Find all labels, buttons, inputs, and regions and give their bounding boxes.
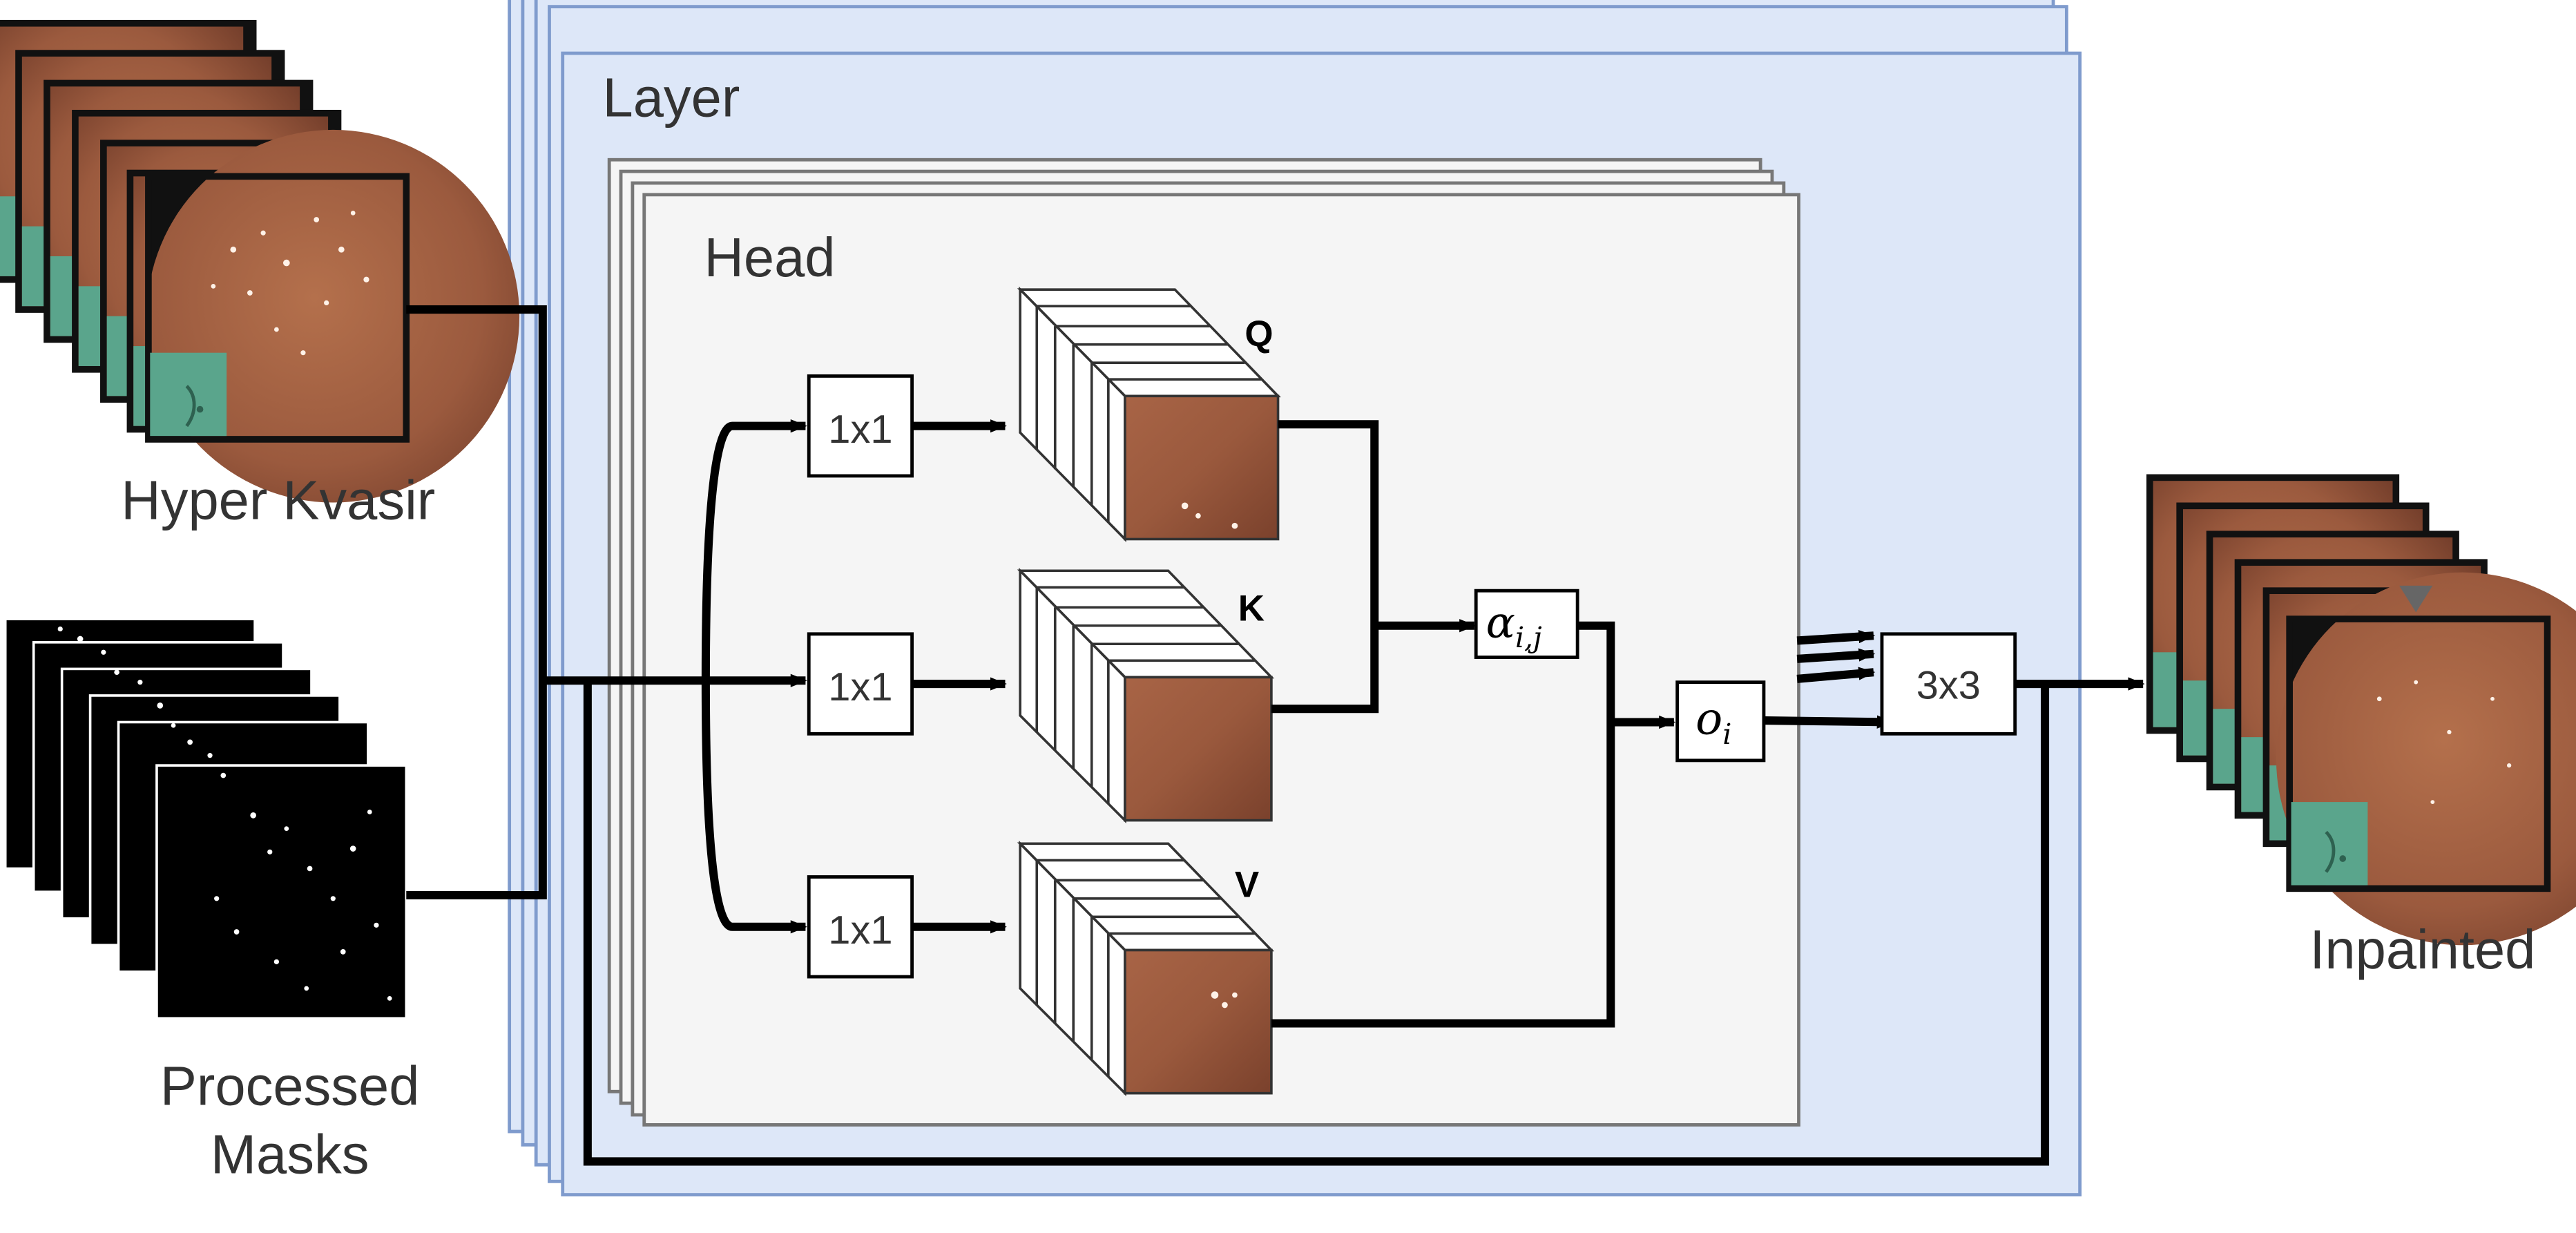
k-label: K [1238,589,1265,629]
layer-label: Layer [603,67,740,128]
inpainted-label: Inpainted [2309,919,2535,980]
conv-1x1-k: 1x1 [809,634,912,734]
masks-label-line2: Masks [211,1123,369,1185]
inpainted-image-stack: Inpainted [2146,475,2576,980]
svg-text:3x3: 3x3 [1916,664,1981,708]
hyper-kvasir-image-stack: Hyper Kvasir [0,20,519,531]
q-label: Q [1244,314,1273,354]
hyper-kvasir-label: Hyper Kvasir [121,470,435,531]
svg-text:1x1: 1x1 [828,665,892,709]
processed-masks-stack: Processed Masks [6,619,420,1185]
svg-text:1x1: 1x1 [828,908,892,953]
attention-weights-box: αi,j [1476,591,1577,657]
image-frame-front [146,130,519,503]
head-output-box: oi [1678,682,1764,761]
conv-1x1-q: 1x1 [809,376,912,476]
v-label: V [1235,864,1259,905]
conv-1x1-v: 1x1 [809,877,912,977]
svg-text:1x1: 1x1 [828,408,892,452]
conv-3x3-box: 3x3 [1882,634,2015,734]
image-frame-front [2276,573,2576,946]
head-label: Head [704,227,835,288]
masks-label-line1: Processed [160,1055,420,1117]
mask-frame-front [157,765,406,1018]
